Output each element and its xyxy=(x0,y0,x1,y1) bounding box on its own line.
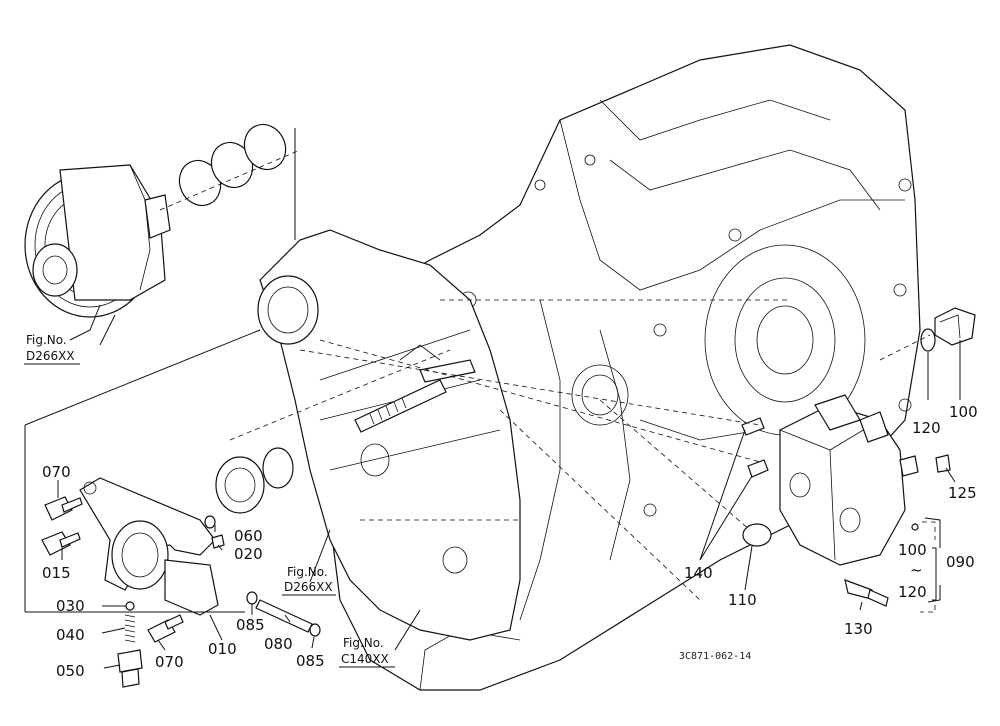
fig-ref-bottom[interactable]: Fig.No. C140XX xyxy=(339,636,395,668)
label-070b: 070 xyxy=(155,653,184,671)
screw-125 xyxy=(935,454,951,473)
fitting-100 xyxy=(920,307,976,352)
label-085a: 085 xyxy=(236,616,265,634)
clutch-pack-assembly xyxy=(24,164,171,318)
label-130: 130 xyxy=(844,620,873,638)
label-140: 140 xyxy=(684,564,713,582)
fig-ref-code: D266XX xyxy=(284,580,333,594)
diagram-code: 3C871-062-14 xyxy=(679,651,751,662)
label-tilde: ~ xyxy=(910,561,923,579)
label-020: 020 xyxy=(234,545,263,563)
label-125: 125 xyxy=(948,484,977,502)
label-010: 010 xyxy=(208,640,237,658)
label-050: 050 xyxy=(56,662,85,680)
label-110: 110 xyxy=(728,591,757,609)
group-dash-bottom xyxy=(920,605,936,613)
detent-spring-plug xyxy=(117,601,143,688)
label-030: 030 xyxy=(56,597,85,615)
lever-arm xyxy=(79,477,219,616)
group-bracket xyxy=(932,547,937,601)
o-ring-060 xyxy=(204,515,216,529)
label-100a: 100 xyxy=(949,403,978,421)
fig-ref-label: Fig.No. xyxy=(26,333,67,347)
circlip-110 xyxy=(742,523,772,547)
boundary-lines xyxy=(24,128,296,613)
fig-ref-middle[interactable]: Fig.No. D266XX xyxy=(282,565,336,596)
fig-ref-code: C140XX xyxy=(341,652,389,666)
leader-lines xyxy=(57,314,961,669)
dowel-pin-140b xyxy=(747,459,769,478)
screw-body xyxy=(899,455,919,477)
pin-020 xyxy=(211,534,225,549)
front-cover xyxy=(257,229,521,641)
shaft xyxy=(354,359,476,433)
pin-080 xyxy=(246,591,321,637)
group-dash-top xyxy=(922,521,936,540)
label-090: 090 xyxy=(946,553,975,571)
label-040: 040 xyxy=(56,626,85,644)
label-060: 060 xyxy=(234,527,263,545)
label-080: 080 xyxy=(264,635,293,653)
valve-block xyxy=(779,394,919,566)
label-100b: 100 xyxy=(898,541,927,559)
fig-ref-top-left[interactable]: Fig.No. D266XX xyxy=(24,333,80,365)
label-015: 015 xyxy=(42,564,71,582)
alignment-lines xyxy=(159,149,931,601)
fig-ref-label: Fig.No. xyxy=(343,636,384,650)
bearing xyxy=(215,447,294,514)
bolts xyxy=(41,496,889,643)
label-085b: 085 xyxy=(296,652,325,670)
fig-ref-code: D266XX xyxy=(26,349,75,363)
fig-ref-label: Fig.No. xyxy=(287,565,328,579)
seal-rings xyxy=(178,123,287,207)
label-070a: 070 xyxy=(42,463,71,481)
label-120b: 120 xyxy=(898,583,927,601)
label-120a: 120 xyxy=(912,419,941,437)
